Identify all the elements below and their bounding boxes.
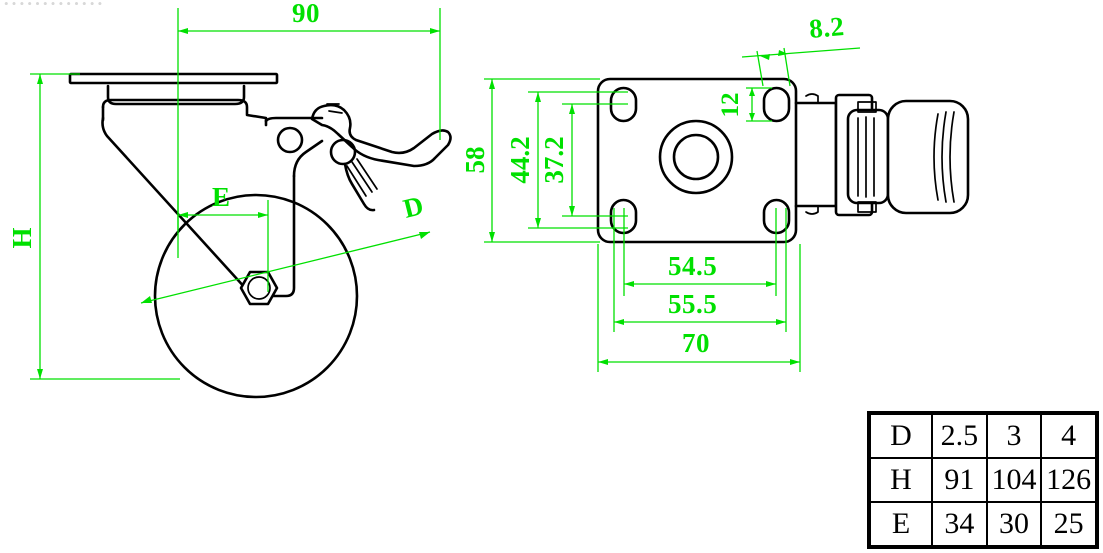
cell-row2-col2: 25 <box>1040 501 1097 547</box>
cell-row0-col0: 2.5 <box>931 413 988 459</box>
side-wheel <box>153 193 359 399</box>
side-swivel-housing <box>101 84 268 127</box>
plate-center-bore <box>658 119 734 195</box>
table-row: H 91 104 126 <box>869 457 1097 503</box>
spec-table-container: D 2.5 3 4 H 91 104 126 E 34 30 25 <box>867 411 1099 549</box>
cell-row0-col1: 3 <box>985 413 1043 459</box>
dim-label-E: E <box>212 182 231 212</box>
cell-row0-col2: 4 <box>1040 413 1097 459</box>
dim-offset-E: E <box>177 180 269 292</box>
ghost-header-text: • • • • • • • • • • • • • <box>4 0 102 11</box>
dim-slot-inner-span-37-2: 37.2 <box>539 103 628 217</box>
dim-slot-width-8-2: 8.2 <box>741 11 861 87</box>
dim-slot-outer-h-55-5: 55.5 <box>613 208 787 332</box>
ghost-header-row: • • • • • • • • • • • • • <box>4 0 102 11</box>
dim-label-55-5: 55.5 <box>668 289 717 319</box>
brake-pedal-cap <box>886 99 970 215</box>
dim-overall-height-H: H <box>7 73 180 380</box>
cell-row1-col1: 104 <box>985 457 1043 503</box>
dim-plate-height-58: 58 <box>460 78 600 243</box>
dim-plate-length-90: 90 <box>177 0 441 258</box>
dim-plate-width-70: 70 <box>597 244 801 372</box>
dim-slot-inner-h-54-5: 54.5 <box>623 208 777 296</box>
dim-label-54-5: 54.5 <box>668 251 717 281</box>
dim-label-H: H <box>7 227 37 248</box>
brake-assembly-view <box>794 93 970 217</box>
cell-row2-col1: 30 <box>985 501 1043 547</box>
side-fork-leg <box>101 116 296 298</box>
dim-label-44-2: 44.2 <box>505 136 535 183</box>
dim-label-70: 70 <box>682 328 710 358</box>
dim-slot-outer-span-44-2: 44.2 <box>505 91 628 229</box>
dim-wheel-diameter-D: D <box>140 190 431 304</box>
slot-top-right <box>762 86 791 123</box>
brake-neck <box>794 93 838 215</box>
side-brake-lever <box>310 103 452 168</box>
side-brake-pad-arm <box>343 158 378 212</box>
dimension-variant-table: D 2.5 3 4 H 91 104 126 E 34 30 25 <box>867 411 1099 549</box>
dim-label-58: 58 <box>460 147 490 174</box>
cell-row0-label: D <box>869 413 933 459</box>
dim-label-8-2: 8.2 <box>808 11 846 44</box>
table-row: D 2.5 3 4 <box>869 413 1097 459</box>
dim-label-90: 90 <box>292 0 320 28</box>
cell-row2-col0: 34 <box>931 501 988 547</box>
dim-label-D: D <box>400 190 427 224</box>
cell-row1-col0: 91 <box>931 457 988 503</box>
side-yoke-body <box>264 116 324 178</box>
side-elevation-view: 90 H E <box>7 0 452 399</box>
dim-label-37-2: 37.2 <box>539 136 569 183</box>
plate-outline <box>596 77 798 244</box>
side-top-plate <box>68 72 279 85</box>
top-plate-view: 58 44.2 37.2 <box>460 11 861 372</box>
cell-row2-label: E <box>869 501 933 547</box>
brake-clamp-block <box>834 93 890 217</box>
dim-slot-length-12: 12 <box>717 87 772 122</box>
cell-row1-label: H <box>869 457 933 503</box>
cell-row1-col2: 126 <box>1040 457 1097 503</box>
dim-label-12: 12 <box>717 93 744 118</box>
table-row: E 34 30 25 <box>869 501 1097 547</box>
